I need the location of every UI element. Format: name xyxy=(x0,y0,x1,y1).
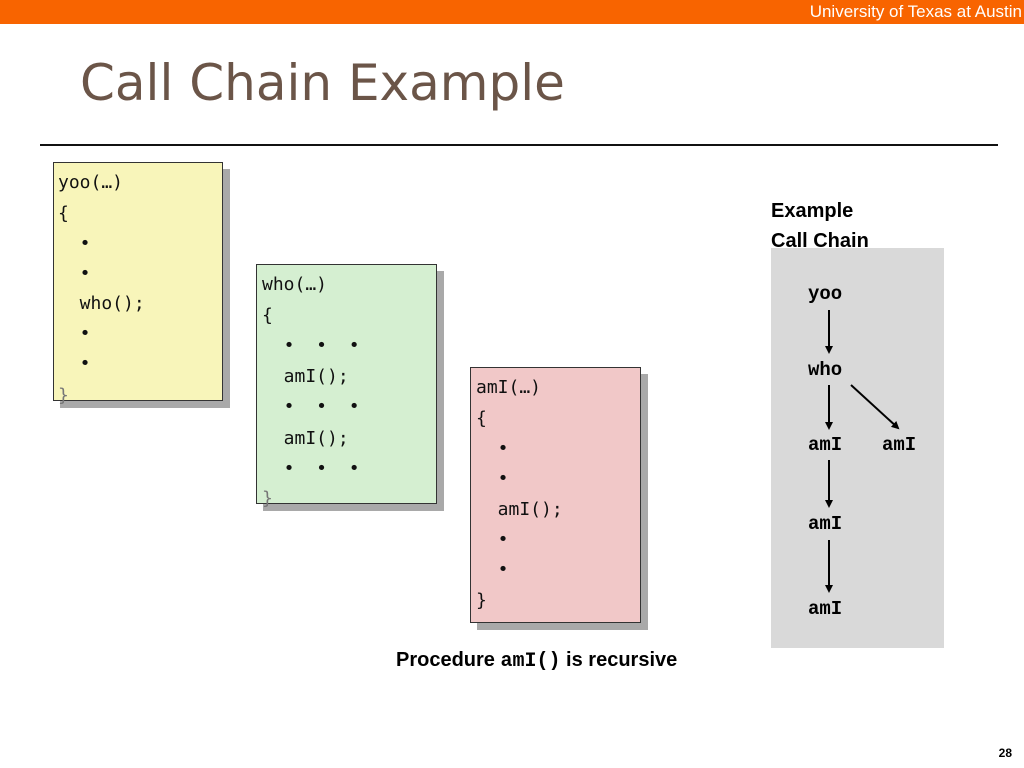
code-line: { xyxy=(262,305,273,326)
code-line: • xyxy=(58,233,91,254)
call-chain-label-line1: Example xyxy=(771,200,854,222)
affiliation-text: University of Texas at Austin xyxy=(809,2,1022,21)
call-chain-label-line2: Call Chain xyxy=(771,230,869,252)
chain-node-ami-second: amI xyxy=(882,434,917,456)
arrow-who-ami-second xyxy=(850,384,900,430)
code-line: amI(); xyxy=(476,499,563,520)
code-line: who(…) xyxy=(262,274,328,295)
chain-node-ami-first: amI xyxy=(808,434,843,456)
code-line: } xyxy=(58,385,69,406)
call-chain-panel xyxy=(771,248,944,648)
code-line: • • • xyxy=(262,458,360,479)
code-line: { xyxy=(476,408,487,429)
code-line: • xyxy=(476,438,509,459)
code-line: } xyxy=(262,488,273,509)
recursion-caption: Procedure amI() is recursive xyxy=(396,646,677,676)
code-box-ami: amI(…) { • • amI(); • • } xyxy=(470,367,641,623)
code-line: amI(…) xyxy=(476,377,542,398)
page-number: 28 xyxy=(998,746,1012,760)
code-line: who(); xyxy=(58,293,145,314)
chain-node-yoo: yoo xyxy=(808,283,843,305)
call-chain-label: Example Call Chain xyxy=(771,196,869,256)
code-line: • xyxy=(476,468,509,489)
chain-node-ami-recursive: amI xyxy=(808,513,843,535)
code-line: } xyxy=(476,590,487,611)
code-line: • • • xyxy=(262,396,360,417)
code-line: { xyxy=(58,203,69,224)
code-line: • xyxy=(476,529,509,550)
code-line: yoo(…) xyxy=(58,172,124,193)
code-line: • xyxy=(476,559,509,580)
header-bar: University of Texas at Austin xyxy=(0,0,1024,24)
caption-prefix: Procedure xyxy=(396,649,501,671)
code-line: • xyxy=(58,353,91,374)
chain-node-ami-recursive-deep: amI xyxy=(808,598,843,620)
title-divider xyxy=(40,144,998,146)
code-line: amI(); xyxy=(262,428,349,449)
code-line: • xyxy=(58,323,91,344)
caption-suffix: is recursive xyxy=(560,649,678,671)
slide-title: Call Chain Example xyxy=(80,54,565,112)
caption-code: amI() xyxy=(500,650,561,673)
code-line: amI(); xyxy=(262,366,349,387)
code-box-who: who(…) { • • • amI(); • • • amI(); • • •… xyxy=(256,264,437,509)
code-line: • xyxy=(58,263,91,284)
code-box-yoo: yoo(…) { • • who(); • • } xyxy=(53,162,223,406)
code-line: • • • xyxy=(262,335,360,356)
chain-node-who: who xyxy=(808,359,843,381)
